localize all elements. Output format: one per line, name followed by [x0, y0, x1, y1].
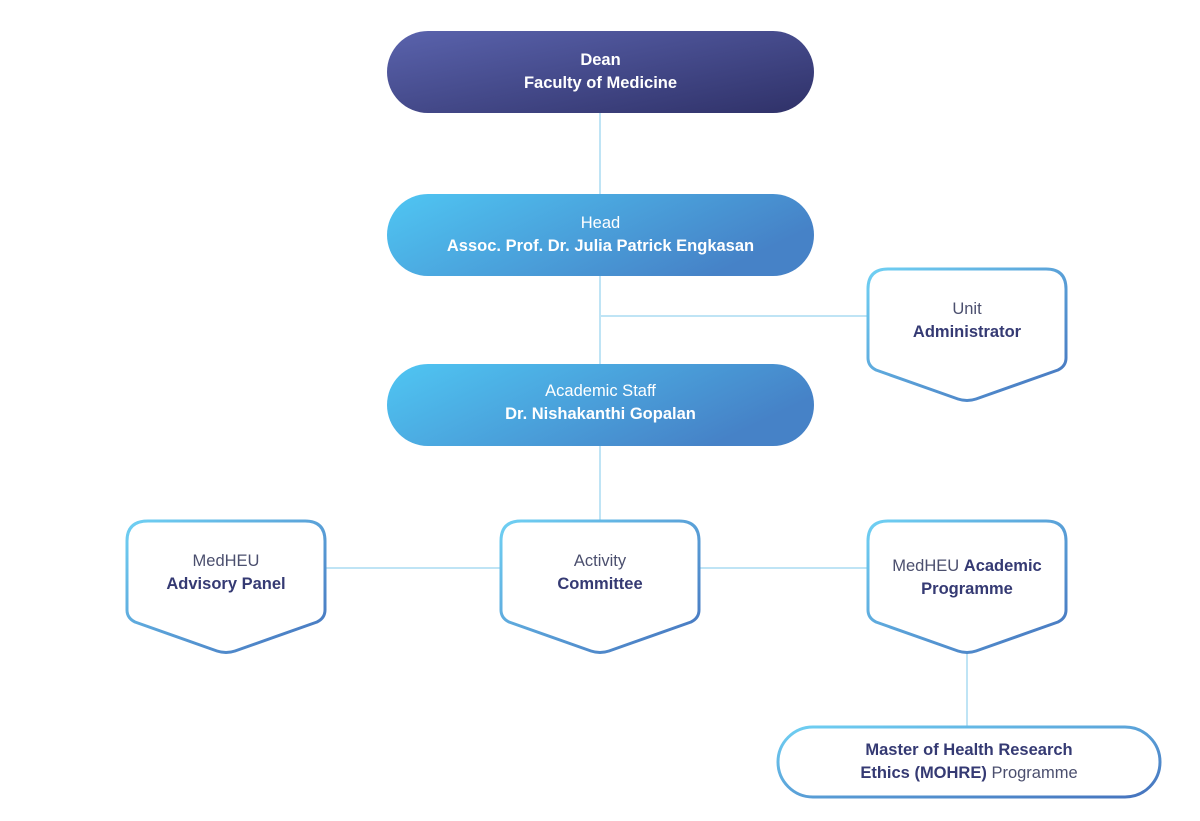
- academic-programme-line2: Programme: [921, 580, 1013, 598]
- academic-programme-label: MedHEU Academic Programme: [858, 555, 1076, 601]
- academic-staff-node: [387, 364, 814, 446]
- activity-committee-line1: Activity: [573, 552, 627, 570]
- mohre-label: Master of Health Research Ethics (MOHRE)…: [778, 739, 1160, 785]
- academic-programme-line1: MedHEU Academic: [858, 555, 1076, 578]
- advisory-panel-label: MedHEU Advisory Panel: [127, 550, 325, 596]
- activity-committee-line2: Committee: [557, 575, 643, 593]
- academic-programme-bold: Academic: [963, 557, 1042, 575]
- unit-admin-node: [866, 267, 1068, 402]
- unit-admin-line1: Unit: [952, 300, 982, 318]
- academic-staff-label: Academic Staff Dr. Nishakanthi Gopalan: [387, 380, 814, 426]
- mohre-line2: Ethics (MOHRE) Programme: [778, 762, 1160, 785]
- advisory-panel-node: [125, 519, 327, 654]
- mohre-node: [776, 725, 1162, 799]
- mohre-line2-bold: Ethics (MOHRE): [860, 764, 987, 782]
- activity-committee-label: Activity Committee: [501, 550, 699, 596]
- dean-label: Dean Faculty of Medicine: [387, 49, 814, 95]
- dean-title: Dean: [580, 51, 621, 69]
- dean-node: [387, 31, 814, 113]
- academic-staff-role: Academic Staff: [545, 382, 656, 400]
- activity-committee-node: [499, 519, 701, 654]
- academic-staff-name: Dr. Nishakanthi Gopalan: [505, 405, 696, 423]
- head-role: Head: [580, 214, 621, 232]
- head-node: [387, 194, 814, 276]
- head-label: Head Assoc. Prof. Dr. Julia Patrick Engk…: [387, 212, 814, 258]
- academic-programme-prefix: MedHEU: [892, 557, 964, 575]
- head-name: Assoc. Prof. Dr. Julia Patrick Engkasan: [446, 237, 755, 255]
- academic-programme-node: [866, 519, 1068, 654]
- advisory-panel-line2: Advisory Panel: [166, 575, 286, 593]
- mohre-line2-light: Programme: [986, 764, 1078, 782]
- advisory-panel-line1: MedHEU: [192, 552, 260, 570]
- mohre-line1: Master of Health Research: [865, 741, 1073, 759]
- dean-subtitle: Faculty of Medicine: [523, 74, 678, 92]
- unit-admin-line2: Administrator: [912, 323, 1022, 341]
- connectors: [324, 113, 968, 728]
- unit-admin-label: Unit Administrator: [868, 298, 1066, 344]
